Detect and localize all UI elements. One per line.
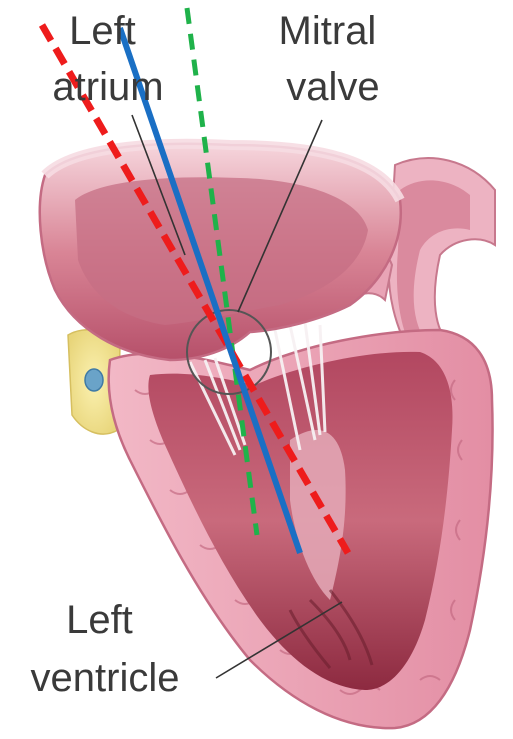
mitral-valve-label-line1: Mitral [279,9,377,53]
left-ventricle-label-line2: ventricle [31,656,180,700]
left-ventricle-label: Left ventricle [31,598,180,700]
left-atrium-label: Left atrium [52,9,163,109]
left-atrium-label-line2: atrium [52,65,163,109]
coronary-vessel [85,369,103,391]
mitral-valve-label-line2: valve [286,65,379,109]
left-atrium-label-line1: Left [69,9,136,53]
left-ventricle-label-line1: Left [66,598,133,642]
mitral-valve-label: Mitral valve [279,9,388,109]
